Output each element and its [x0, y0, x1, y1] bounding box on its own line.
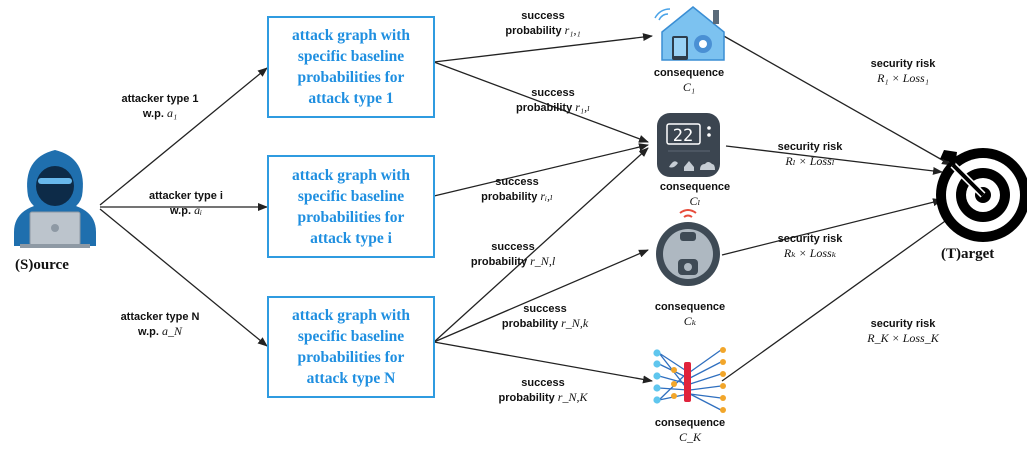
arrow-box1-c1 — [433, 33, 653, 63]
attacker-type-N-prob: a_N — [162, 324, 183, 338]
success-prob-1-l: success probability r₁,ₗ — [515, 87, 591, 114]
arrow-boxN-ck — [433, 249, 649, 343]
consequence-k-label: consequence Cₖ — [654, 301, 726, 328]
arrow-c1-target — [721, 34, 952, 166]
target-icon — [936, 148, 1027, 242]
attack-graph-box-i-text: attack graph with specific baseline prob… — [292, 166, 410, 247]
attack-graph-box-i: attack graph with specific baseline prob… — [267, 155, 435, 258]
arrow-cl-target — [725, 145, 943, 175]
success-prob-N-K: success probability r_N,K — [498, 377, 588, 404]
arrow-boxi-cl — [433, 143, 649, 197]
source-label: (S)ource — [15, 257, 69, 273]
attack-graph-box-N-text: attack graph with specific baseline prob… — [292, 307, 410, 387]
attack-graph-box-1-text: attack graph with specific baseline prob… — [292, 27, 410, 107]
hacker-icon — [14, 150, 96, 248]
attacker-type-i-label: attacker type i w.p. aᵢ — [136, 189, 236, 218]
arrow-ck-target — [721, 198, 943, 256]
arrow-cK-target — [721, 213, 956, 382]
attacker-type-1-text: attacker type 1 — [121, 93, 199, 105]
target-label: (T)arget — [941, 246, 995, 262]
attacker-type-N-label: attacker type N w.p. a_N — [110, 310, 210, 339]
attacker-type-N-text: attacker type N — [120, 311, 200, 323]
smart-home-icon — [654, 6, 725, 61]
success-prob-N-k: success probability r_N,k — [501, 303, 589, 330]
consequence-l-label: consequence Cₗ — [659, 181, 731, 208]
security-risk-1: security risk R₁ × Loss₁ — [870, 58, 936, 85]
success-prob-i-l: success probability rᵢ,ₗ — [481, 176, 553, 203]
attack-graph-box-N: attack graph with specific baseline prob… — [267, 296, 435, 398]
security-risk-k: security risk Rₖ × Lossₖ — [777, 233, 843, 260]
arrow-source-boxN — [99, 208, 268, 347]
consequence-K-label: consequence C_K — [654, 417, 726, 444]
success-prob-1-1: success probability r₁,₁ — [505, 10, 581, 37]
attacker-type-1-prob: a₁ — [166, 106, 178, 120]
attack-graph-box-1: attack graph with specific baseline prob… — [267, 16, 435, 118]
neural-network-icon — [653, 347, 726, 413]
consequence-1-label: consequence C₁ — [653, 67, 725, 94]
thermostat-icon: 22 — [657, 113, 720, 177]
arrow-boxN-cl — [433, 147, 649, 343]
arrow-source-box1 — [99, 67, 268, 206]
attacker-type-i-prob: aᵢ — [194, 203, 202, 217]
svg-text:22: 22 — [673, 126, 693, 146]
robot-vacuum-icon — [656, 209, 720, 286]
security-risk-l: security risk Rₗ × Lossₗ — [777, 141, 843, 168]
attacker-type-i-text: attacker type i — [149, 190, 223, 202]
attacker-type-1-label: attacker type 1 w.p. a₁ — [110, 92, 210, 121]
security-risk-K: security risk R_K × Loss_K — [867, 318, 939, 345]
arrow-box1-cl — [433, 61, 649, 143]
success-prob-N-l: success probability r_N,l — [470, 241, 556, 268]
arrow-boxN-cK — [433, 341, 653, 384]
